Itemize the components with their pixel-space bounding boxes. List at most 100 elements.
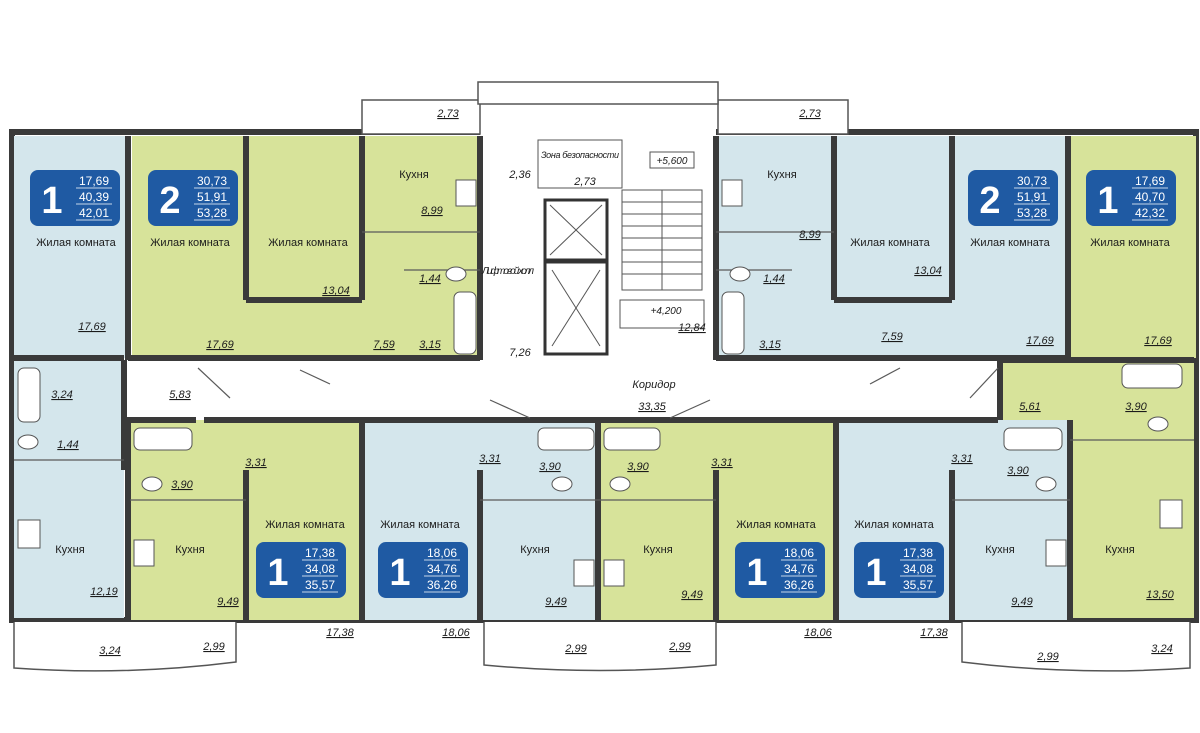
area-23: 7,26 (509, 347, 531, 359)
badge-value: 40,70 (1135, 190, 1165, 204)
balcony-bot-3 (961, 622, 1191, 672)
area-6: 8,99 (799, 229, 820, 241)
badge-rooms: 1 (41, 180, 62, 222)
label-living-10: Жилая комната (854, 519, 934, 531)
stoves (17, 179, 1183, 587)
corridor (196, 362, 1000, 418)
area-45: 18,06 (442, 627, 470, 639)
thin-lines (14, 231, 1194, 501)
label-living-7: Жилая комната (265, 519, 345, 531)
area-3: 2,73 (573, 176, 596, 188)
label-living-3: Жилая комната (268, 237, 348, 249)
area-28: 5,61 (1019, 401, 1040, 413)
area-34: 3,90 (627, 461, 649, 473)
badge-rooms: 1 (746, 552, 767, 594)
area-47: 17,38 (920, 627, 948, 639)
badge-rooms: 1 (1097, 180, 1118, 222)
label-safety-zone: Зона безопасности (541, 150, 619, 160)
badge-value: 35,57 (903, 578, 933, 592)
badge-value: 17,69 (1135, 174, 1165, 188)
label-living-6: Жилая комната (1090, 237, 1170, 249)
area-18: 7,59 (881, 331, 902, 343)
badge-rooms: 1 (389, 552, 410, 594)
label-living-4: Жилая комната (850, 237, 930, 249)
area-1: 2,73 (798, 108, 821, 120)
area-52: 2,99 (1036, 651, 1058, 663)
badge-box (256, 542, 346, 598)
badge-value: 36,26 (784, 578, 814, 592)
elevator-shafts (543, 198, 609, 356)
badge-box (1086, 170, 1176, 226)
badge-rooms: 1 (865, 552, 886, 594)
label-living-1: Жилая комната (36, 237, 116, 249)
badge-value: 35,57 (305, 578, 335, 592)
label-living-9: Жилая комната (736, 519, 816, 531)
toilets (17, 266, 1169, 492)
stairs (619, 189, 705, 329)
area-11: 17,69 (1026, 335, 1054, 347)
area-50: 2,99 (564, 643, 586, 655)
label-kitchen-3: Кухня (55, 544, 84, 556)
area-42: 9,49 (1011, 596, 1032, 608)
badge-rooms: 2 (159, 180, 180, 222)
room-labels: Жилая комната Жилая комната Жилая комнат… (36, 150, 1170, 556)
roof-top (477, 81, 719, 105)
level-box (649, 151, 695, 169)
label-kitchen-2: Кухня (767, 169, 796, 181)
badge-value: 30,73 (1017, 174, 1047, 188)
area-20: 3,15 (759, 339, 781, 351)
area-16: 1,44 (763, 273, 784, 285)
badge-value: 51,91 (1017, 190, 1047, 204)
badge-value: 53,28 (197, 206, 227, 220)
area-37: 3,90 (1007, 465, 1029, 477)
area-5: 8,99 (421, 205, 442, 217)
badge-box (968, 170, 1058, 226)
area-35: 3,31 (711, 457, 732, 469)
area-9: 17,69 (78, 321, 106, 333)
area-43: 13,50 (1146, 589, 1174, 601)
label-kitchen-8: Кухня (1105, 544, 1134, 556)
badge-box (148, 170, 238, 226)
label-kitchen-6: Кухня (643, 544, 672, 556)
badge-value: 53,28 (1017, 206, 1047, 220)
area-39: 9,49 (217, 596, 238, 608)
badge-box (378, 542, 468, 598)
label-living-2: Жилая комната (150, 237, 230, 249)
area-22: 12,84 (678, 322, 706, 334)
area-38: 12,19 (90, 586, 118, 598)
badge-value: 18,06 (427, 546, 457, 560)
area-44: 17,38 (326, 627, 354, 639)
area-49: 2,99 (202, 641, 224, 653)
label-kitchen-5: Кухня (520, 544, 549, 556)
area-36: 3,31 (951, 453, 972, 465)
label-corridor: Коридор (632, 379, 675, 391)
label-living-8: Жилая комната (380, 519, 460, 531)
area-46: 18,06 (804, 627, 832, 639)
interior-walls (14, 136, 1194, 620)
balcony-top-left (361, 99, 481, 135)
badge-value: 34,08 (305, 562, 335, 576)
badge-value: 40,39 (79, 190, 109, 204)
area-10: 17,69 (206, 339, 234, 351)
area-19: 3,15 (419, 339, 441, 351)
badge-value: 51,91 (197, 190, 227, 204)
badge-value: 34,76 (427, 562, 457, 576)
bathtubs (17, 291, 1183, 451)
area-24: 3,24 (51, 389, 72, 401)
area-53: 3,24 (1151, 643, 1172, 655)
badge-value: 34,76 (784, 562, 814, 576)
area-labels: 2,73 2,73 2,36 2,73 +5,600 8,99 8,99 13,… (51, 108, 1174, 663)
area-40: 9,49 (545, 596, 566, 608)
label-kitchen-1: Кухня (399, 169, 428, 181)
balcony-bot-1 (13, 622, 237, 672)
badge-value: 17,38 (305, 546, 335, 560)
